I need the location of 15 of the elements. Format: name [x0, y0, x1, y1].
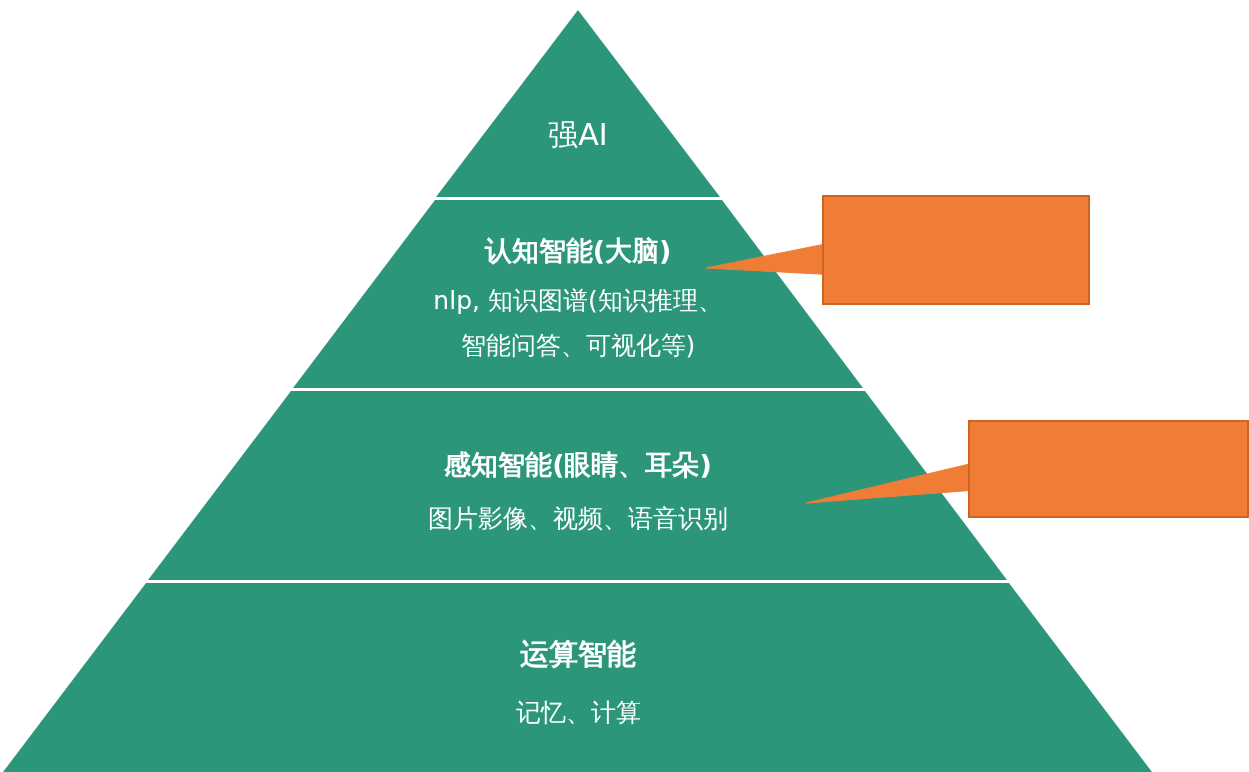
pyramid-layer: [3, 583, 1152, 772]
layer-title: 运算智能: [519, 636, 637, 673]
layer-title: 认知智能(大脑): [483, 234, 673, 268]
layer-description: 记忆、计算: [514, 697, 642, 729]
layer-description: 图片影像、视频、语音识别: [427, 503, 729, 535]
callout-pointer: [705, 244, 824, 275]
pyramid-top: [436, 10, 720, 197]
callout-box: [968, 420, 1249, 518]
pyramid-layer: [148, 391, 1007, 580]
callout-pointer: [805, 463, 970, 504]
pyramid-layer: [293, 200, 863, 388]
layer-title: 强AI: [547, 116, 609, 154]
callout-box: [822, 195, 1090, 305]
layer-title: 感知智能(眼睛、耳朵): [443, 448, 713, 482]
layer-description: nlp, 知识图谱(知识推理、智能问答、可视化等): [432, 285, 724, 362]
